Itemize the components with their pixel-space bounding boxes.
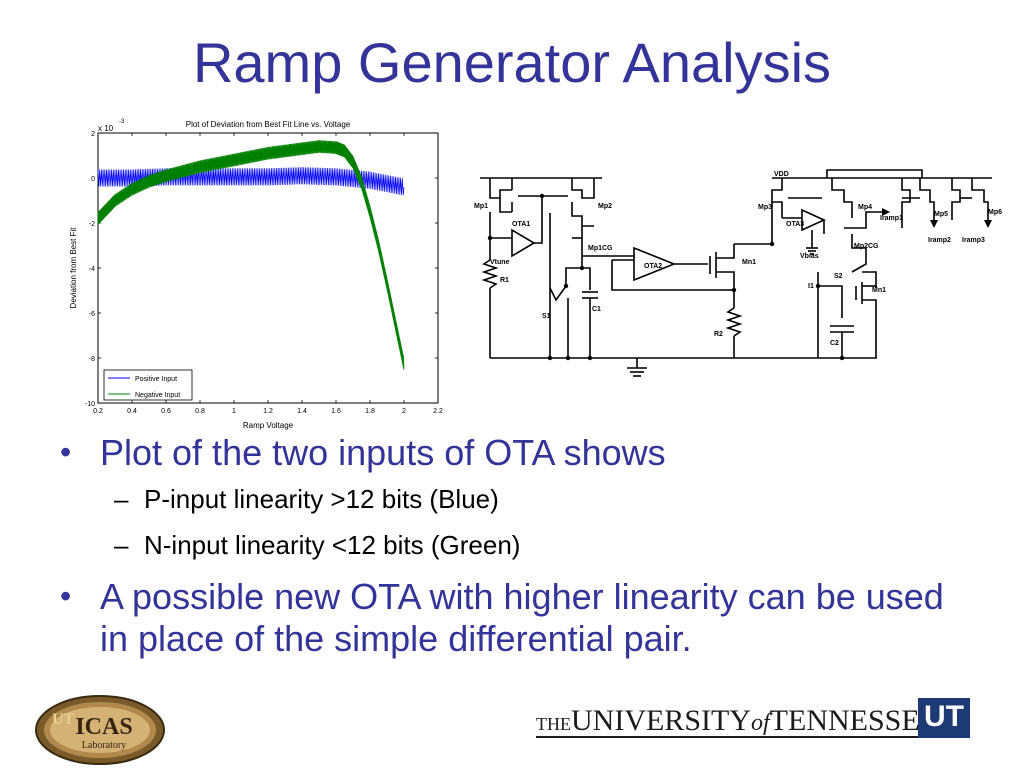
x-tick-label: 1.2 [263, 408, 273, 415]
circuit-label: S2 [834, 273, 843, 280]
circuit-label: Mp1CG [588, 245, 613, 252]
logo-university: UNIVERSITY [571, 704, 751, 737]
series-positive-input-line [97, 167, 405, 196]
y-tick-label: -2 [89, 221, 95, 228]
bullet-glyph: • [60, 578, 72, 614]
circuit-label: C2 [830, 340, 839, 347]
logo-underline [536, 736, 968, 738]
chart-title: Plot of Deviation from Best Fit Line vs.… [186, 120, 351, 129]
circuit-label: Vbias [800, 253, 819, 260]
x-tick-label: 1.6 [331, 408, 341, 415]
circuit-label: Mp6 [988, 209, 1002, 216]
circuit-label: Iramp2 [928, 237, 951, 244]
circuit-label: VDD [774, 171, 789, 178]
y-multiplier: x 10 [98, 124, 114, 133]
bullet-glyph: • [60, 434, 72, 470]
x-tick-label: 2 [402, 408, 406, 415]
dash-glyph: – [114, 484, 129, 514]
circuit-label: OTA1 [512, 221, 530, 228]
circuit-label: Mn1 [872, 287, 886, 294]
x-tick-label: 0.8 [195, 408, 205, 415]
circuit-label: Mp2 [598, 203, 612, 210]
x-tick-label: 0.2 [93, 408, 103, 415]
bullet-text: A possible new OTA with higher linearity… [100, 576, 944, 659]
logo-the: THE [536, 714, 571, 734]
circuit-label: Iramp3 [962, 237, 985, 244]
slide-title: Ramp Generator Analysis [192, 31, 832, 94]
deviation-plot: 0.2 0.4 0.6 0.8 1 1.2 1.4 1.6 1.8 2 2.2 2 0 -2 -4 -6 -8 -… [69, 119, 443, 430]
x-tick-label: 1.8 [365, 408, 375, 415]
circuit-label: R1 [500, 277, 509, 284]
legend-positive-label: Positive Input [135, 376, 177, 383]
circuit-label: I1 [808, 283, 814, 290]
y-tick-label: -6 [89, 311, 95, 318]
svg-text:UT: UT [52, 711, 75, 728]
y-tick-label: 2 [91, 131, 95, 138]
circuit-label: Mp4 [858, 204, 872, 211]
x-tick-label: 2.2 [433, 408, 443, 415]
x-axis-label: Ramp Voltage [243, 421, 294, 430]
legend-negative-label: Negative Input [135, 392, 180, 399]
logo-tennessee: TENNESSEE [769, 704, 938, 737]
chart-legend: Positive Input Negative Input [103, 369, 193, 401]
x-tick-label: 1 [232, 408, 236, 415]
circuit-label: OTA3 [786, 221, 804, 228]
bullet-text: Plot of the two inputs of OTA shows [100, 432, 666, 473]
y-tick-label: -4 [89, 266, 95, 273]
circuit-label: Mp1 [474, 203, 488, 210]
y-multiplier-exp: -3 [119, 119, 125, 125]
x-tick-label: 0.6 [161, 408, 171, 415]
circuit-label: Mp5 [934, 211, 948, 218]
logo-of: of [751, 710, 770, 736]
icas-logo-text: ICAS [75, 714, 132, 740]
circuit-label: Vtune [490, 259, 510, 266]
ramp-generator-schematic: Mp1 Mp2 Mp1CG OTA1 Vtune R1 S1 C1 OTA2 M… [474, 169, 1002, 377]
y-tick-label: 0 [91, 176, 95, 183]
circuit-label: OTA2 [644, 263, 662, 270]
circuit-label: Iramp1 [880, 215, 903, 222]
sub-bullet-text: P-input linearity >12 bits (Blue) [144, 484, 499, 514]
circuit-label: R2 [714, 331, 723, 338]
y-axis-label: Deviation from Best Fit [69, 227, 78, 309]
circuit-label: C1 [592, 306, 601, 313]
circuit-label: Mn1 [742, 259, 756, 266]
x-tick-label: 0.4 [127, 408, 137, 415]
icas-lab-logo: ICAS Laboratory UT [35, 695, 165, 765]
sub-bullet-text: N-input linearity <12 bits (Green) [144, 530, 521, 560]
icas-logo-subtext: Laboratory [82, 740, 126, 751]
university-of-tennessee-logo: THEUNIVERSITYofTENNESSEE UT [536, 698, 976, 742]
circuit-label: Mp2CG [854, 243, 879, 250]
y-tick-label: -8 [89, 356, 95, 363]
circuit-label: Mp3 [758, 204, 772, 211]
x-tick-label: 1.4 [297, 408, 307, 415]
series-negative-input-line [97, 140, 405, 371]
dash-glyph: – [114, 530, 129, 560]
y-tick-label: -10 [85, 401, 95, 408]
circuit-label: S1 [542, 313, 551, 320]
ut-mark: UT [918, 698, 970, 738]
